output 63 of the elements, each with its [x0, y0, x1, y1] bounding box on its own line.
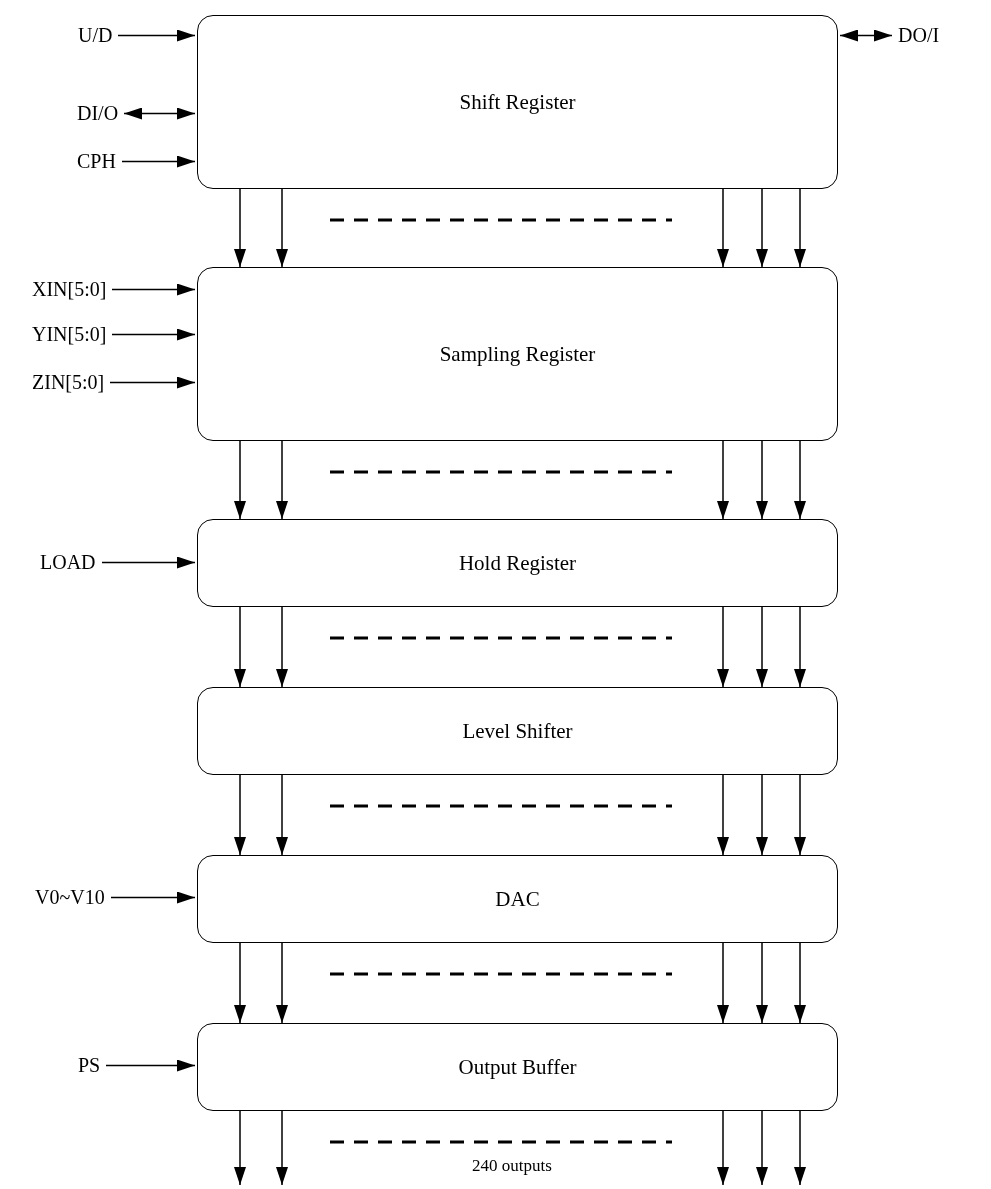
arrow [717, 1110, 729, 1186]
signal-label: CPH [77, 150, 116, 173]
block-title: Hold Register [458, 550, 577, 576]
arrow [717, 606, 729, 688]
arrow [276, 440, 288, 520]
signal-label: LOAD [40, 551, 96, 574]
arrow [756, 774, 768, 856]
block-box [197, 519, 838, 607]
arrow [756, 606, 768, 688]
arrow [111, 283, 196, 296]
arrow [794, 774, 806, 856]
arrow [717, 440, 729, 520]
signal-label: YIN[5:0] [32, 323, 107, 346]
signal-label: PS [78, 1054, 101, 1077]
block-title: Shift Register [459, 89, 576, 115]
arrow [276, 774, 288, 856]
arrow [234, 1110, 246, 1186]
arrow [717, 774, 729, 856]
signal-label: V0~V10 [35, 886, 105, 909]
block-title: Sampling Register [439, 341, 596, 367]
arrow [717, 188, 729, 268]
arrow [794, 440, 806, 520]
arrow [111, 328, 196, 341]
signal-label: ZIN[5:0] [32, 371, 105, 394]
arrow [794, 942, 806, 1024]
note-label: 240 outputs [472, 1156, 552, 1176]
signal-label: XIN[5:0] [32, 278, 107, 301]
arrow [123, 107, 196, 120]
signal-label: DO/I [898, 24, 940, 47]
arrow [839, 29, 893, 42]
arrow [234, 606, 246, 688]
block-box [197, 15, 838, 189]
arrow [276, 942, 288, 1024]
arrow [756, 440, 768, 520]
arrow [756, 1110, 768, 1186]
signal-label: U/D [78, 24, 113, 47]
arrow [234, 942, 246, 1024]
arrow [756, 942, 768, 1024]
block-box [197, 267, 838, 441]
arrow [794, 1110, 806, 1186]
block-title: Level Shifter [462, 718, 573, 744]
arrow [276, 188, 288, 268]
block-title: Output Buffer [458, 1054, 577, 1080]
block-box [197, 1023, 838, 1111]
arrow [234, 188, 246, 268]
arrow [276, 1110, 288, 1186]
arrow [794, 606, 806, 688]
block-box [197, 855, 838, 943]
arrow [121, 155, 196, 168]
arrow [101, 556, 196, 569]
signal-label: DI/O [77, 102, 119, 125]
arrow [717, 942, 729, 1024]
block-title: DAC [495, 886, 540, 912]
arrow [276, 606, 288, 688]
arrow [110, 891, 196, 904]
arrow [234, 440, 246, 520]
arrow [756, 188, 768, 268]
arrow [109, 376, 196, 389]
arrow [105, 1059, 196, 1072]
arrow [234, 774, 246, 856]
arrow [794, 188, 806, 268]
block-box [197, 687, 838, 775]
arrow [117, 29, 196, 42]
